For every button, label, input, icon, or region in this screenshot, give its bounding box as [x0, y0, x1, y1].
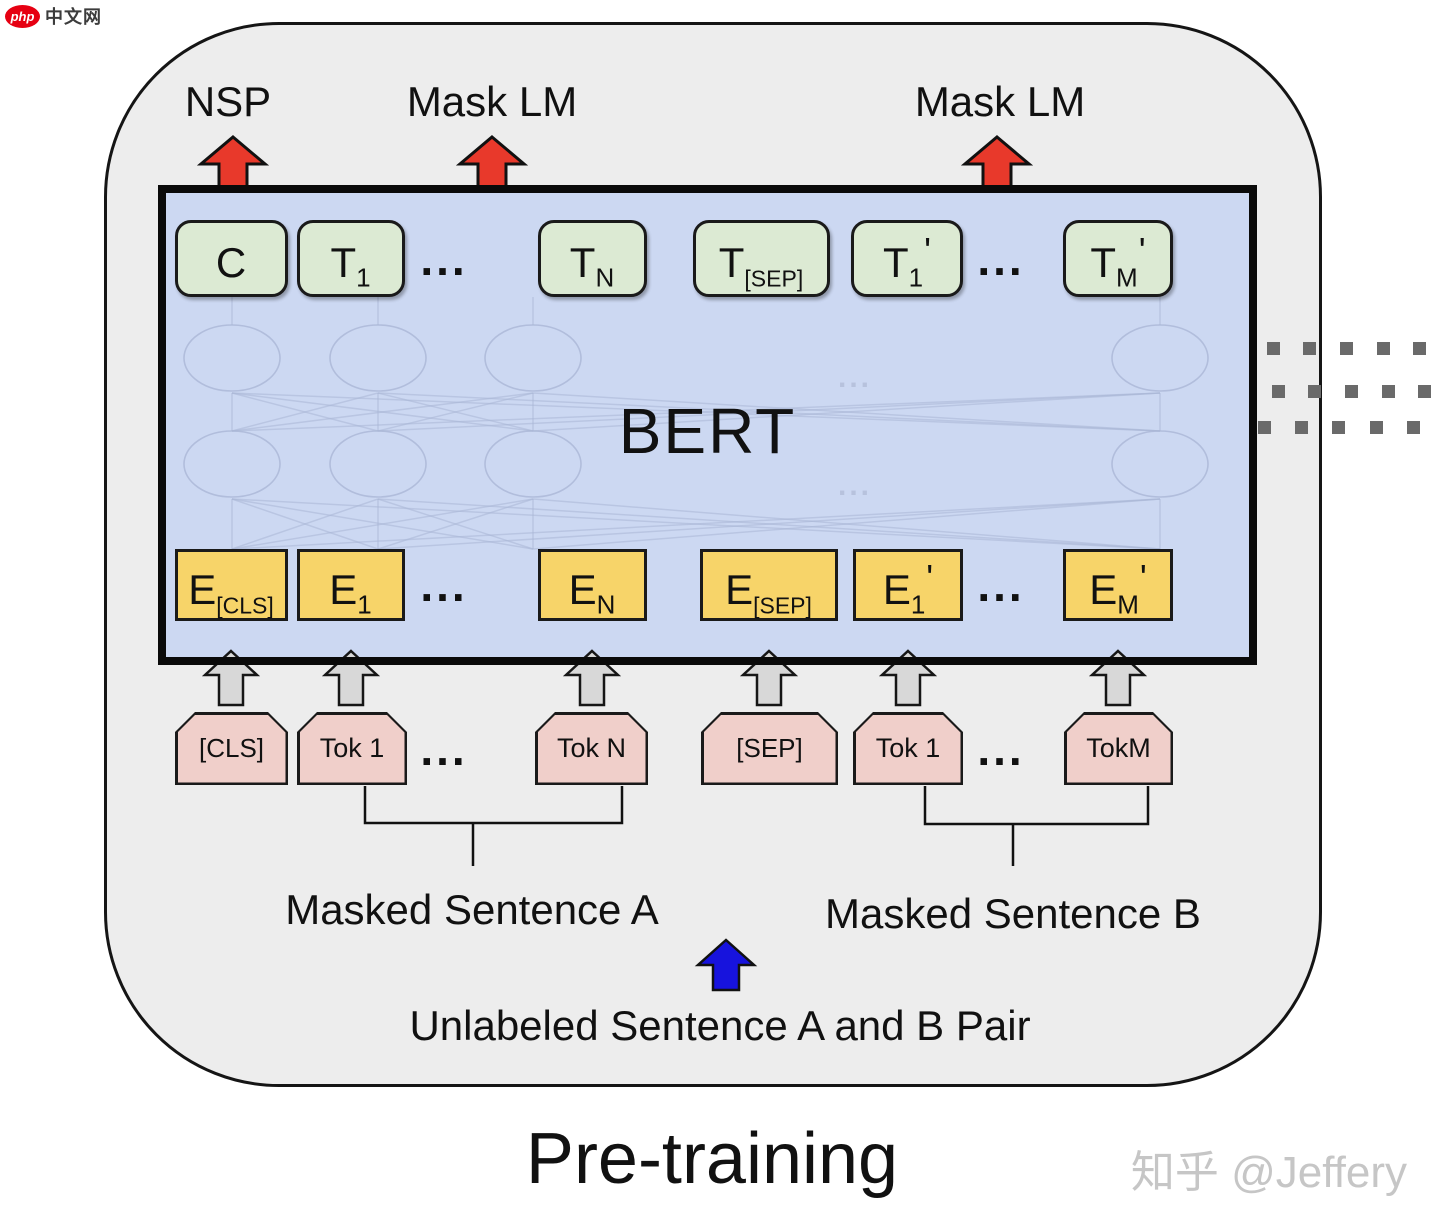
- ellipsis: ...: [420, 232, 468, 285]
- transformer-network-graphic: [183, 297, 1209, 550]
- ellipsis: ...: [420, 722, 468, 775]
- bert-box-bottom-border: [158, 657, 1257, 665]
- embedding-box-e1: E1: [297, 549, 405, 621]
- page-title: Pre-training: [525, 1119, 899, 1199]
- token-box-c: C: [175, 220, 288, 297]
- dot-square: [1267, 342, 1280, 355]
- nsp-arrow-icon: [197, 135, 269, 191]
- input-token-tokn: Tok N: [535, 712, 648, 785]
- dot-square: [1418, 385, 1431, 398]
- dot-square: [1272, 385, 1285, 398]
- mask-lm-arrow-right-icon: [961, 135, 1033, 191]
- mask-lm-arrow-left-icon: [456, 135, 528, 191]
- token-box-tsep: T[SEP]: [693, 220, 830, 297]
- site-name: 中文网: [45, 7, 102, 27]
- mask-lm-label-left: Mask LM: [406, 78, 578, 125]
- dot-square: [1377, 342, 1390, 355]
- dot-square: [1303, 342, 1316, 355]
- dot-square: [1308, 385, 1321, 398]
- dot-square: [1340, 342, 1353, 355]
- token-box-tm-prime: TM': [1063, 220, 1173, 297]
- token-box-t1-prime: T1': [851, 220, 963, 297]
- embedding-box-e1-prime: E1': [853, 549, 963, 621]
- mask-lm-label-right: Mask LM: [914, 78, 1086, 125]
- dot-square: [1407, 421, 1420, 434]
- token-box-t1: T1: [297, 220, 405, 297]
- dot-square: [1258, 421, 1271, 434]
- sentence-brackets: [363, 786, 1150, 866]
- dot-square: [1382, 385, 1395, 398]
- hidden-dots-bottom: ...: [838, 469, 873, 502]
- dot-square: [1345, 385, 1358, 398]
- token-box-tn: TN: [538, 220, 647, 297]
- embedding-box-en: EN: [538, 549, 647, 621]
- ellipsis: ...: [420, 558, 468, 611]
- watermark: 知乎 @Jeffery: [1130, 1148, 1407, 1197]
- embedding-box-em-prime: EM': [1063, 549, 1173, 621]
- php-logo-icon: php: [5, 4, 40, 28]
- embedding-box-esep: E[SEP]: [700, 549, 838, 621]
- ellipsis: ...: [977, 722, 1025, 775]
- masked-sentence-b-label: Masked Sentence B: [825, 890, 1201, 937]
- unlabeled-pair-label: Unlabeled Sentence A and B Pair: [409, 1002, 1031, 1049]
- input-token-tok1-a: Tok 1: [297, 712, 407, 785]
- dot-square: [1370, 421, 1383, 434]
- site-logo: php 中文网: [5, 3, 102, 29]
- nsp-label: NSP: [184, 78, 272, 125]
- input-token-tok1-b: Tok 1: [853, 712, 963, 785]
- embedding-box-ecls: E[CLS]: [175, 549, 288, 621]
- ellipsis: ...: [977, 558, 1025, 611]
- hidden-dots-top: ...: [838, 361, 873, 394]
- sentence-pair-arrow-icon: [694, 938, 758, 992]
- input-token-cls: [CLS]: [175, 712, 288, 785]
- ellipsis: ...: [977, 232, 1025, 285]
- masked-sentence-a-label: Masked Sentence A: [285, 886, 659, 933]
- dot-square: [1332, 421, 1345, 434]
- input-token-sep: [SEP]: [701, 712, 838, 785]
- dot-square: [1413, 342, 1426, 355]
- dot-square: [1295, 421, 1308, 434]
- bert-title: BERT: [618, 395, 797, 467]
- input-token-tokm: TokM: [1064, 712, 1173, 785]
